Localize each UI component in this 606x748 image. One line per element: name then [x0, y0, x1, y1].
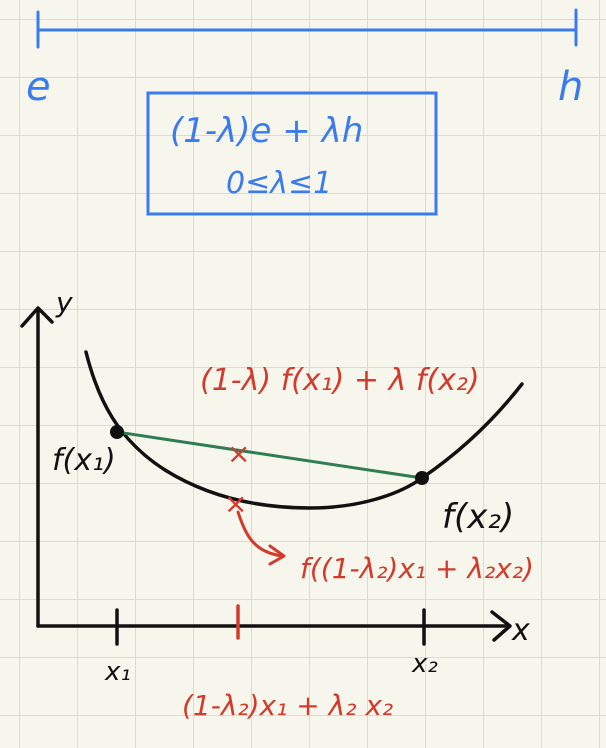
segment-left-label: e: [26, 64, 51, 110]
point-x2-dot: [415, 471, 429, 485]
x1-tick-label: x₁: [104, 657, 131, 687]
x-axis-arrowhead: [490, 610, 512, 642]
curve-point-mark: ×: [224, 487, 247, 520]
x-axis-label: x: [511, 613, 530, 648]
y-axis-label: y: [55, 286, 73, 319]
chord-line: [115, 430, 424, 480]
curve-point-formula: f((1-λ₂)x₁ + λ₂x₂): [300, 552, 534, 585]
point-x1-label: f(x₁): [52, 443, 116, 478]
interval-segment: e h: [26, 8, 583, 110]
box-formula-line1: (1-λ)e + λh: [170, 111, 363, 151]
curve-point-arrowhead: [268, 544, 286, 566]
y-axis-arrowhead: [20, 306, 54, 328]
x2-tick-label: x₂: [411, 649, 438, 679]
segment-right-label: h: [558, 64, 583, 110]
box-formula-line2: 0≤λ≤1: [226, 166, 332, 201]
point-x2-label: f(x₂): [442, 497, 514, 537]
curve-point-arrow: [236, 510, 284, 558]
point-x1-dot: [110, 425, 124, 439]
convex-curve: [84, 350, 524, 510]
chord-point-mark: ×: [227, 437, 250, 470]
box-frame: [146, 91, 438, 216]
convex-combination-box: (1-λ)e + λh 0≤λ≤1: [146, 91, 438, 216]
interp-tick-label: (1-λ₂)x₁ + λ₂ x₂: [182, 689, 393, 722]
chord-formula: (1-λ) f(x₁) + λ f(x₂): [200, 363, 480, 398]
